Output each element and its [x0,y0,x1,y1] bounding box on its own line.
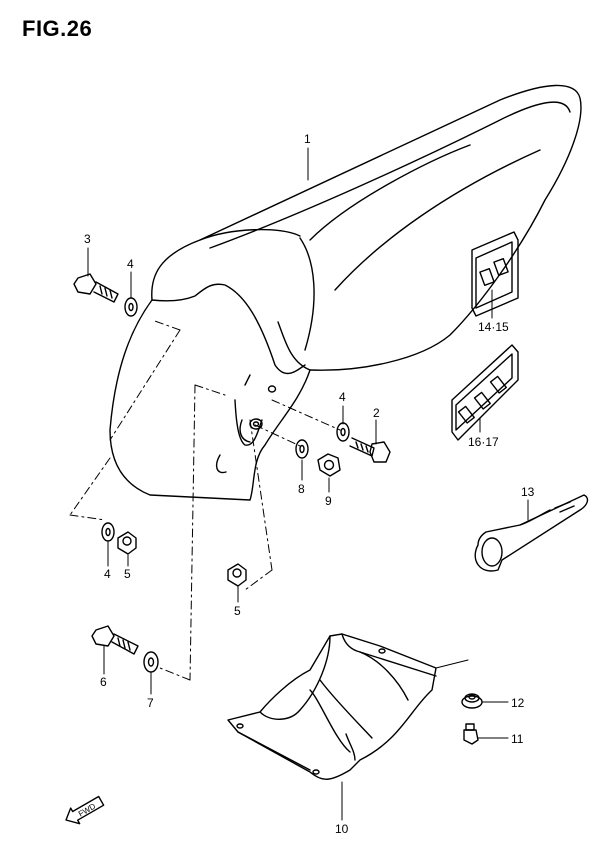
callout-6: 6 [100,675,107,689]
callout-13: 13 [521,485,535,499]
bolt-11 [463,723,479,745]
nut-12 [461,693,483,709]
bolt-6 [91,625,139,655]
strap-13 [474,494,589,572]
washer-7 [143,651,159,673]
callout-16-17: 16·17 [468,435,499,449]
leader-12-line [435,659,469,669]
callout-9: 9 [325,494,332,508]
bolt-3 [73,273,119,303]
assembly-lines [69,319,341,681]
callout-10: 10 [335,822,349,836]
nut-9 [317,453,341,477]
decal-14-15 [471,231,519,317]
callout-4-upper: 4 [127,257,134,271]
figure-title: FIG.26 [22,16,93,41]
callout-5-middle: 5 [234,604,241,618]
callout-8: 8 [298,482,305,496]
bolt-2 [349,437,391,463]
fwd-arrow-icon: FWD [65,795,105,825]
washer-4-upper [124,297,138,317]
leader-lines [87,147,529,821]
rear-fender [109,84,582,501]
callout-7: 7 [147,696,154,710]
callout-2: 2 [373,406,380,420]
nut-5-middle [227,563,247,587]
callout-12: 12 [511,696,525,710]
callout-3: 3 [84,232,91,246]
callout-1: 1 [304,132,311,146]
under-tray-10 [227,633,437,780]
callout-5-left: 5 [124,567,131,581]
washer-4-lower [101,522,115,542]
callout-11: 11 [511,732,524,746]
washer-8 [295,439,309,459]
decal-16-17 [451,344,519,441]
callout-4-lower: 4 [104,567,111,581]
callout-4-right: 4 [339,390,346,404]
nut-5-left [117,531,137,555]
washer-4-right [336,422,350,442]
callout-14-15: 14·15 [478,320,509,334]
